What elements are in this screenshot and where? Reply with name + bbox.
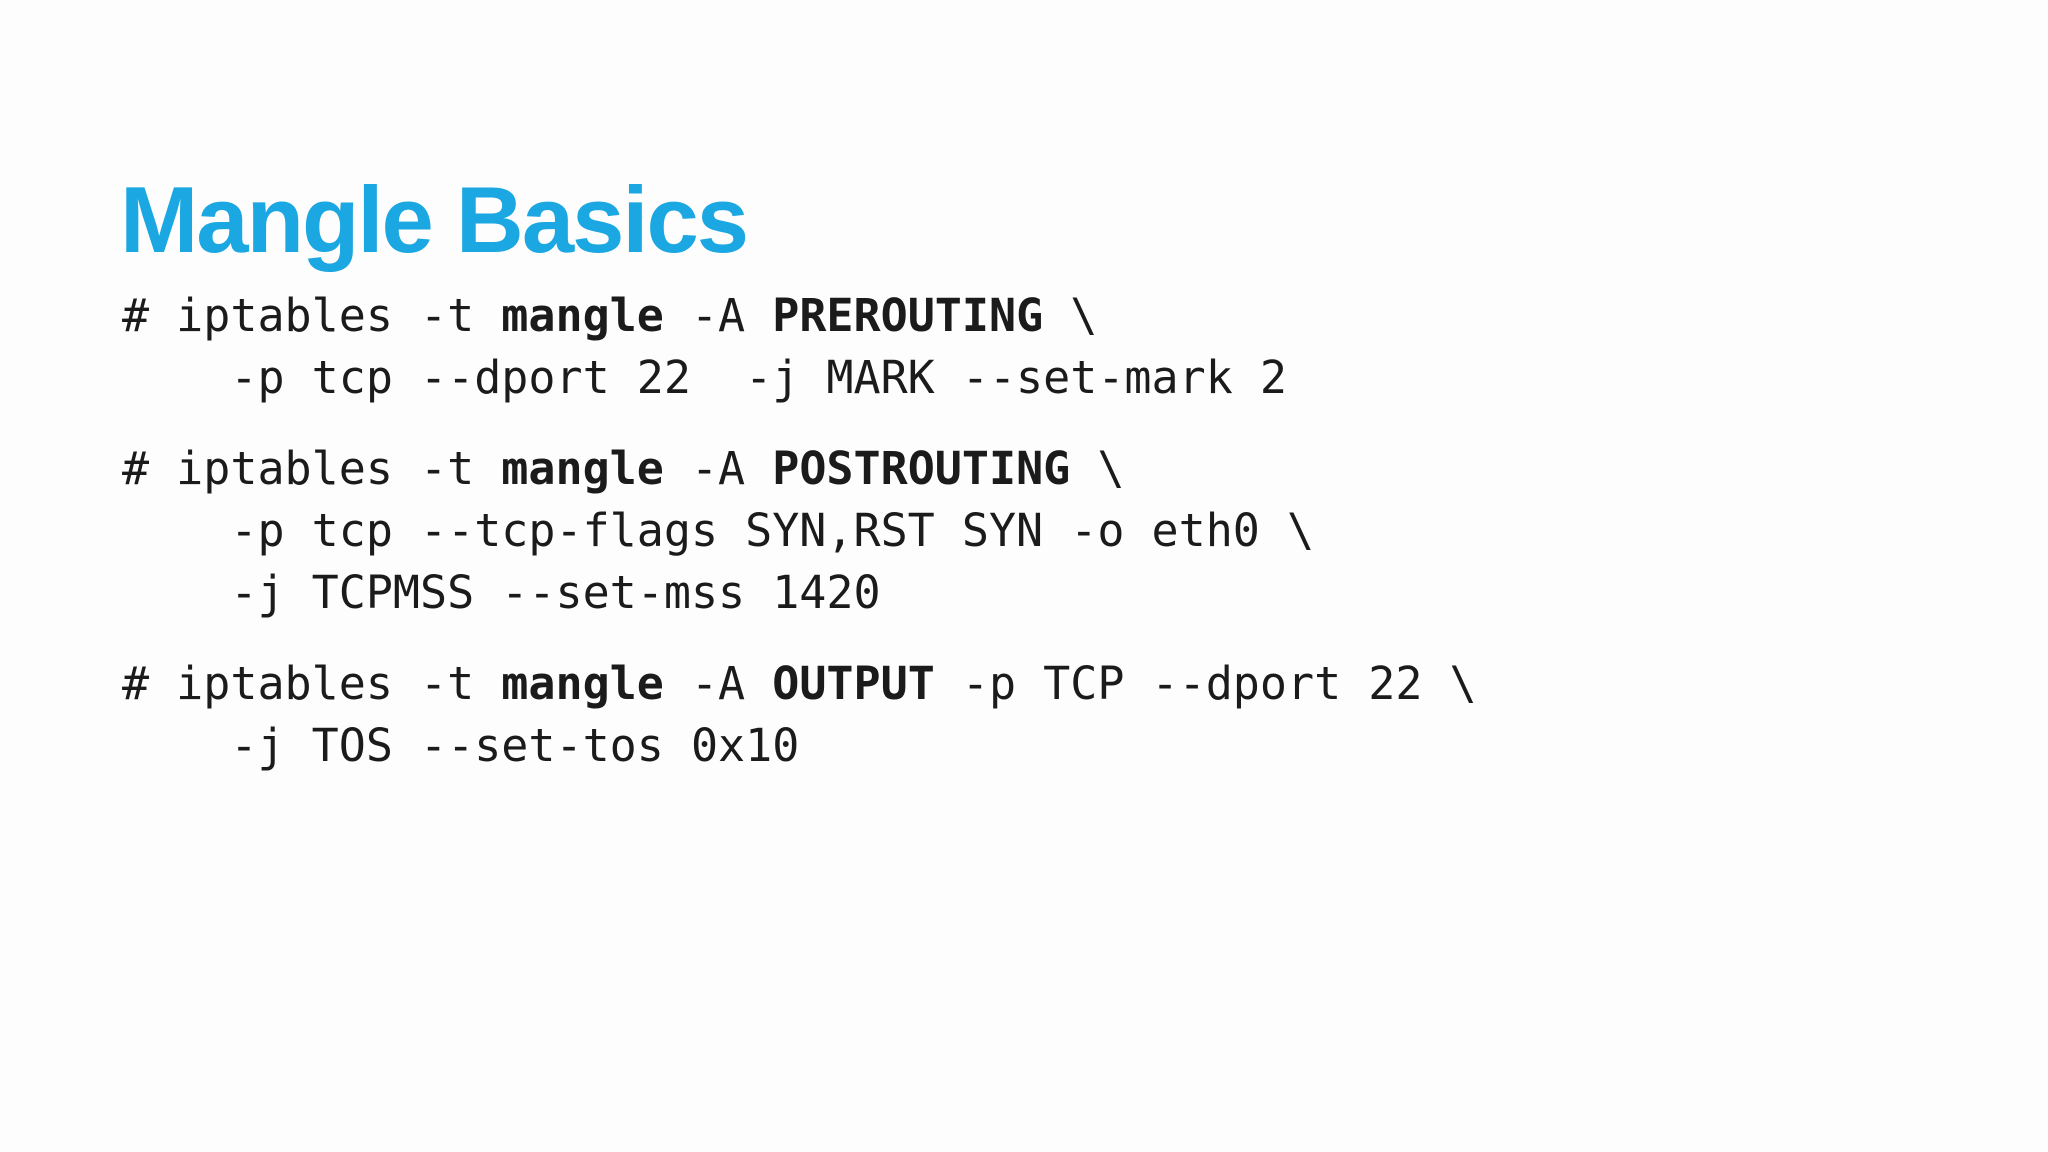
code-segment: -j TOS --set-tos 0x10 (122, 719, 800, 772)
code-block-prerouting: # iptables -t mangle -A PREROUTING \ -p … (122, 285, 1477, 409)
code-segment-bold: PREROUTING (772, 289, 1044, 342)
code-segment: -p tcp --tcp-flags SYN,RST SYN -o eth0 \ (122, 504, 1315, 557)
page-title: Mangle Basics (120, 166, 749, 272)
code-line: -p tcp --tcp-flags SYN,RST SYN -o eth0 \ (122, 500, 1477, 562)
code-segment: # iptables -t (122, 442, 502, 495)
code-line: -j TCPMSS --set-mss 1420 (122, 562, 1477, 624)
code-segment-bold: mangle (501, 442, 664, 495)
code-line: # iptables -t mangle -A POSTROUTING \ (122, 438, 1477, 500)
code-segment: -A (663, 289, 773, 342)
code-segment: # iptables -t (122, 657, 502, 710)
code-segment: # iptables -t (122, 289, 502, 342)
code-segment: \ (1043, 289, 1098, 342)
code-segment-bold: mangle (501, 289, 664, 342)
code-segment: \ (1070, 442, 1125, 495)
code-segment-bold: POSTROUTING (772, 442, 1071, 495)
code-area: # iptables -t mangle -A PREROUTING \ -p … (122, 285, 1477, 806)
code-line: -p tcp --dport 22 -j MARK --set-mark 2 (122, 347, 1477, 409)
code-line: # iptables -t mangle -A OUTPUT -p TCP --… (122, 653, 1477, 715)
code-segment: -A (663, 657, 773, 710)
code-segment-bold: OUTPUT (772, 657, 935, 710)
code-segment: -j TCPMSS --set-mss 1420 (122, 566, 881, 619)
code-line: -j TOS --set-tos 0x10 (122, 715, 1477, 777)
code-segment: -p TCP --dport 22 \ (934, 657, 1477, 710)
code-block-output: # iptables -t mangle -A OUTPUT -p TCP --… (122, 653, 1477, 777)
code-line: # iptables -t mangle -A PREROUTING \ (122, 285, 1477, 347)
code-segment: -A (663, 442, 773, 495)
code-segment-bold: mangle (501, 657, 664, 710)
code-segment: -p tcp --dport 22 -j MARK --set-mark 2 (122, 351, 1287, 404)
code-block-postrouting: # iptables -t mangle -A POSTROUTING \ -p… (122, 438, 1477, 624)
